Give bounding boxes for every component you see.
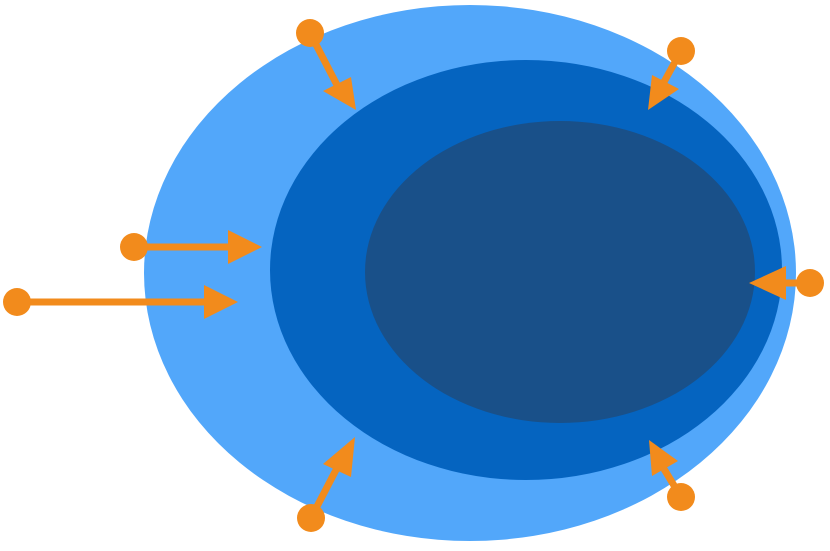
arrow-mid-left-upper	[120, 230, 262, 264]
arrow-top-right	[648, 37, 695, 110]
arrow-bottom-left	[297, 437, 355, 532]
inner-core	[365, 121, 755, 423]
arrow-bottom-right	[649, 440, 695, 511]
arrow-right	[749, 266, 824, 300]
arrow-top-left	[296, 19, 356, 110]
arrow-mid-left-lower	[3, 285, 238, 319]
